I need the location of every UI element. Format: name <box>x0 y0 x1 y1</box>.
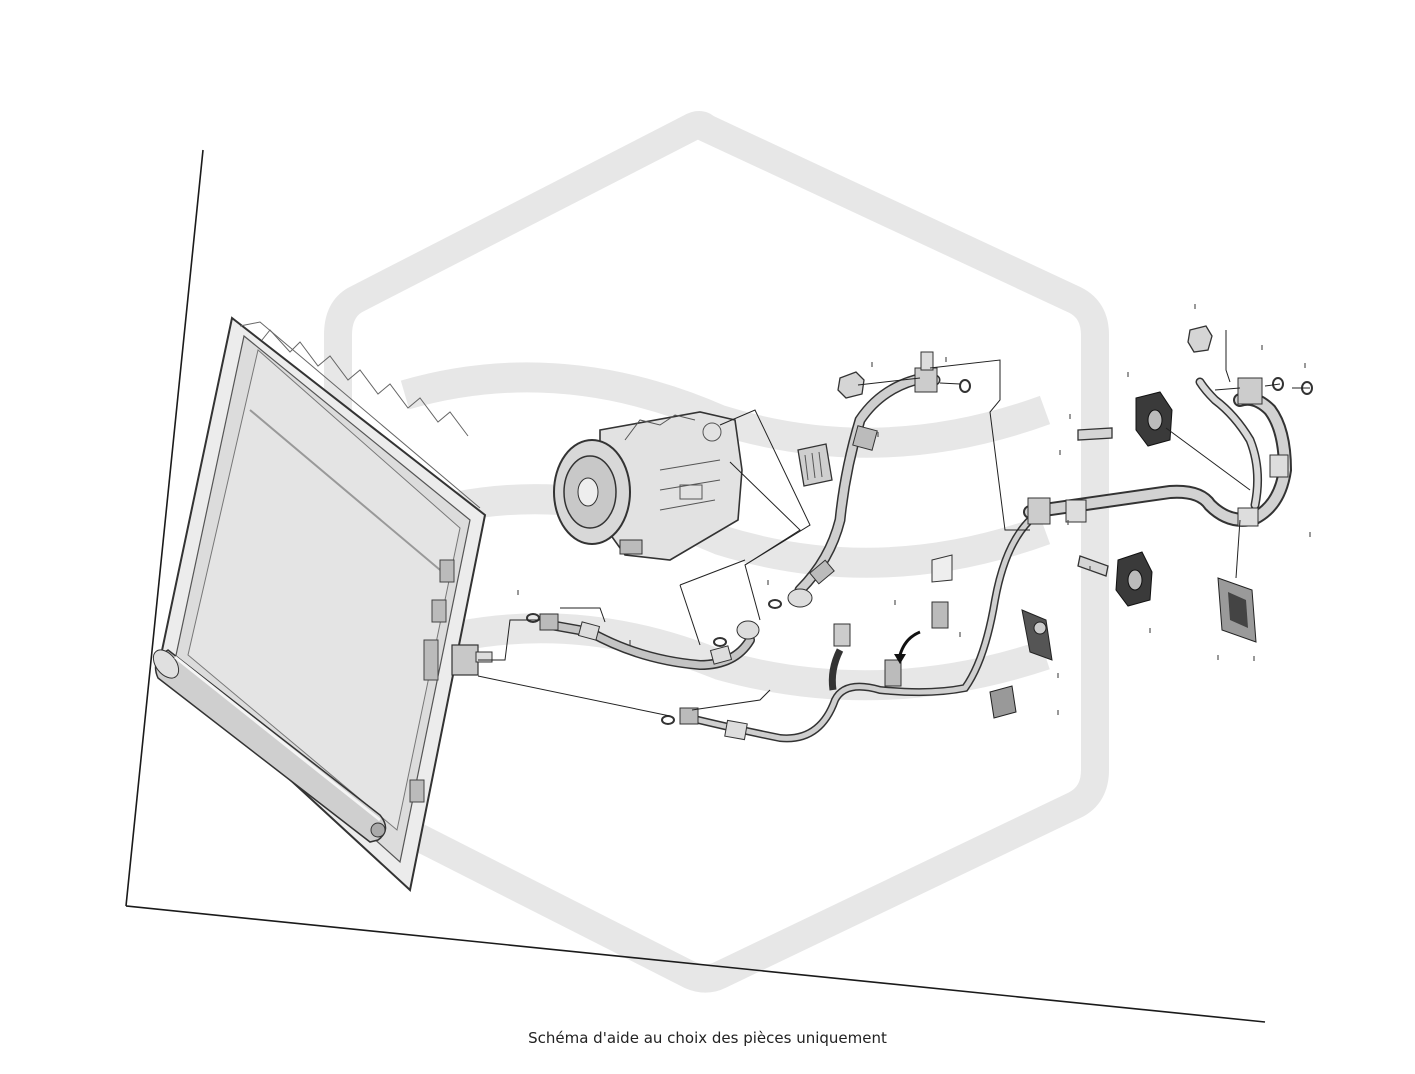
liquid-line <box>679 516 1034 743</box>
valve-bracket <box>1021 609 1053 661</box>
evaporator-line <box>1023 377 1293 527</box>
leader-lines <box>477 330 1310 717</box>
flange-nuts <box>837 325 1213 577</box>
cabin-filter-element <box>1217 577 1257 643</box>
suction-hose <box>787 351 941 608</box>
pressure-sensor <box>884 554 953 687</box>
rubber-grommet <box>989 685 1017 719</box>
callout-ticks <box>517 304 1311 715</box>
hose-clips <box>1115 391 1173 607</box>
ground-plane-outline <box>125 149 1266 1023</box>
diagram-caption: Schéma d'aide au choix des pièces unique… <box>528 1029 887 1047</box>
rubber-bushing <box>797 443 833 487</box>
hexagon-logo-watermark <box>324 111 1109 993</box>
condenser-radiator <box>152 316 493 892</box>
discharge-hose <box>539 613 760 671</box>
receiver-drier <box>152 649 387 843</box>
ac-compressor <box>553 411 743 561</box>
